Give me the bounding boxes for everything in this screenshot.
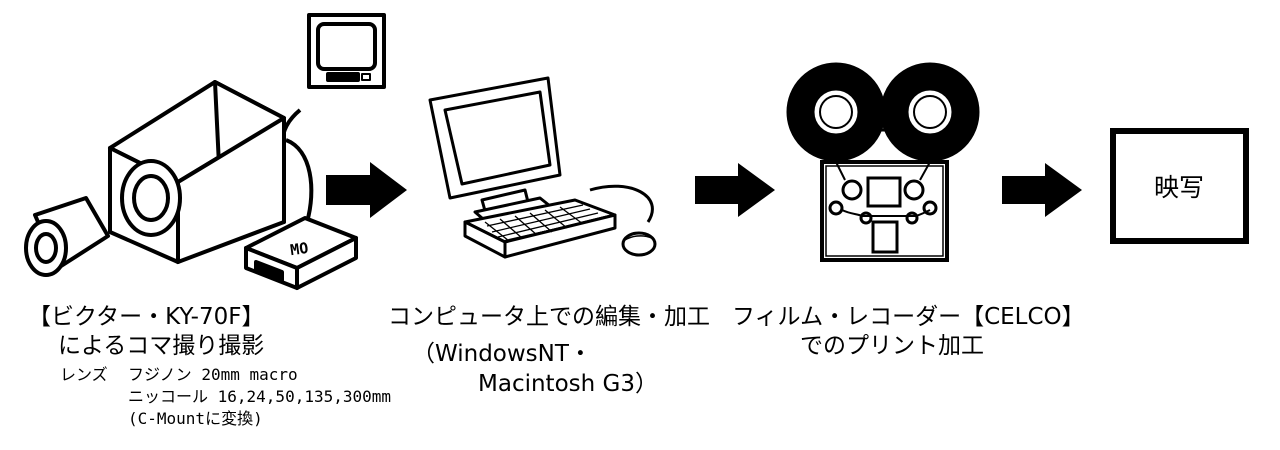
monitor-icon [280,13,386,143]
mouse-icon [621,231,657,257]
lens-line3: (C-Mountに変換) [128,409,263,428]
camera-setup: MO [24,13,386,290]
computer-caption-line2: （WindowsNT・ [412,341,592,367]
computer-monitor-icon [428,76,562,227]
camera-cable [285,138,314,223]
lens-line1: フジノン 20mm macro [128,365,298,384]
keyboard-icon [463,198,617,259]
camera-caption-line2: によるコマ撮り撮影 [58,333,265,359]
lens-label: レンズ [60,365,108,384]
screen-icon: 映写 [1110,128,1249,244]
computer-caption-line3: Macintosh G3） [478,371,658,397]
computer-setup [428,76,657,259]
arrow-icon [326,162,407,218]
recorder-caption-line2: でのプリント加工 [800,333,984,359]
mouse-cable [589,184,654,223]
lens-icon [24,196,110,277]
computer-caption-line1: コンピュータ上での編集・加工 [388,304,710,330]
recorder-caption-line1: フィルム・レコーダー【CELCO】 [732,304,1085,330]
arrow-icon [695,163,775,217]
camera-caption-line1: 【ビクター・KY-70F】 [28,304,265,330]
film-recorder-icon [786,62,980,262]
mo-drive-icon: MO [244,216,358,290]
mo-label: MO [289,239,309,259]
camera-body-icon [108,80,286,264]
lens-line2: ニッコール 16,24,50,135,300mm [128,387,392,406]
arrow-icon [1002,163,1082,217]
screen-label: 映写 [1154,173,1204,202]
